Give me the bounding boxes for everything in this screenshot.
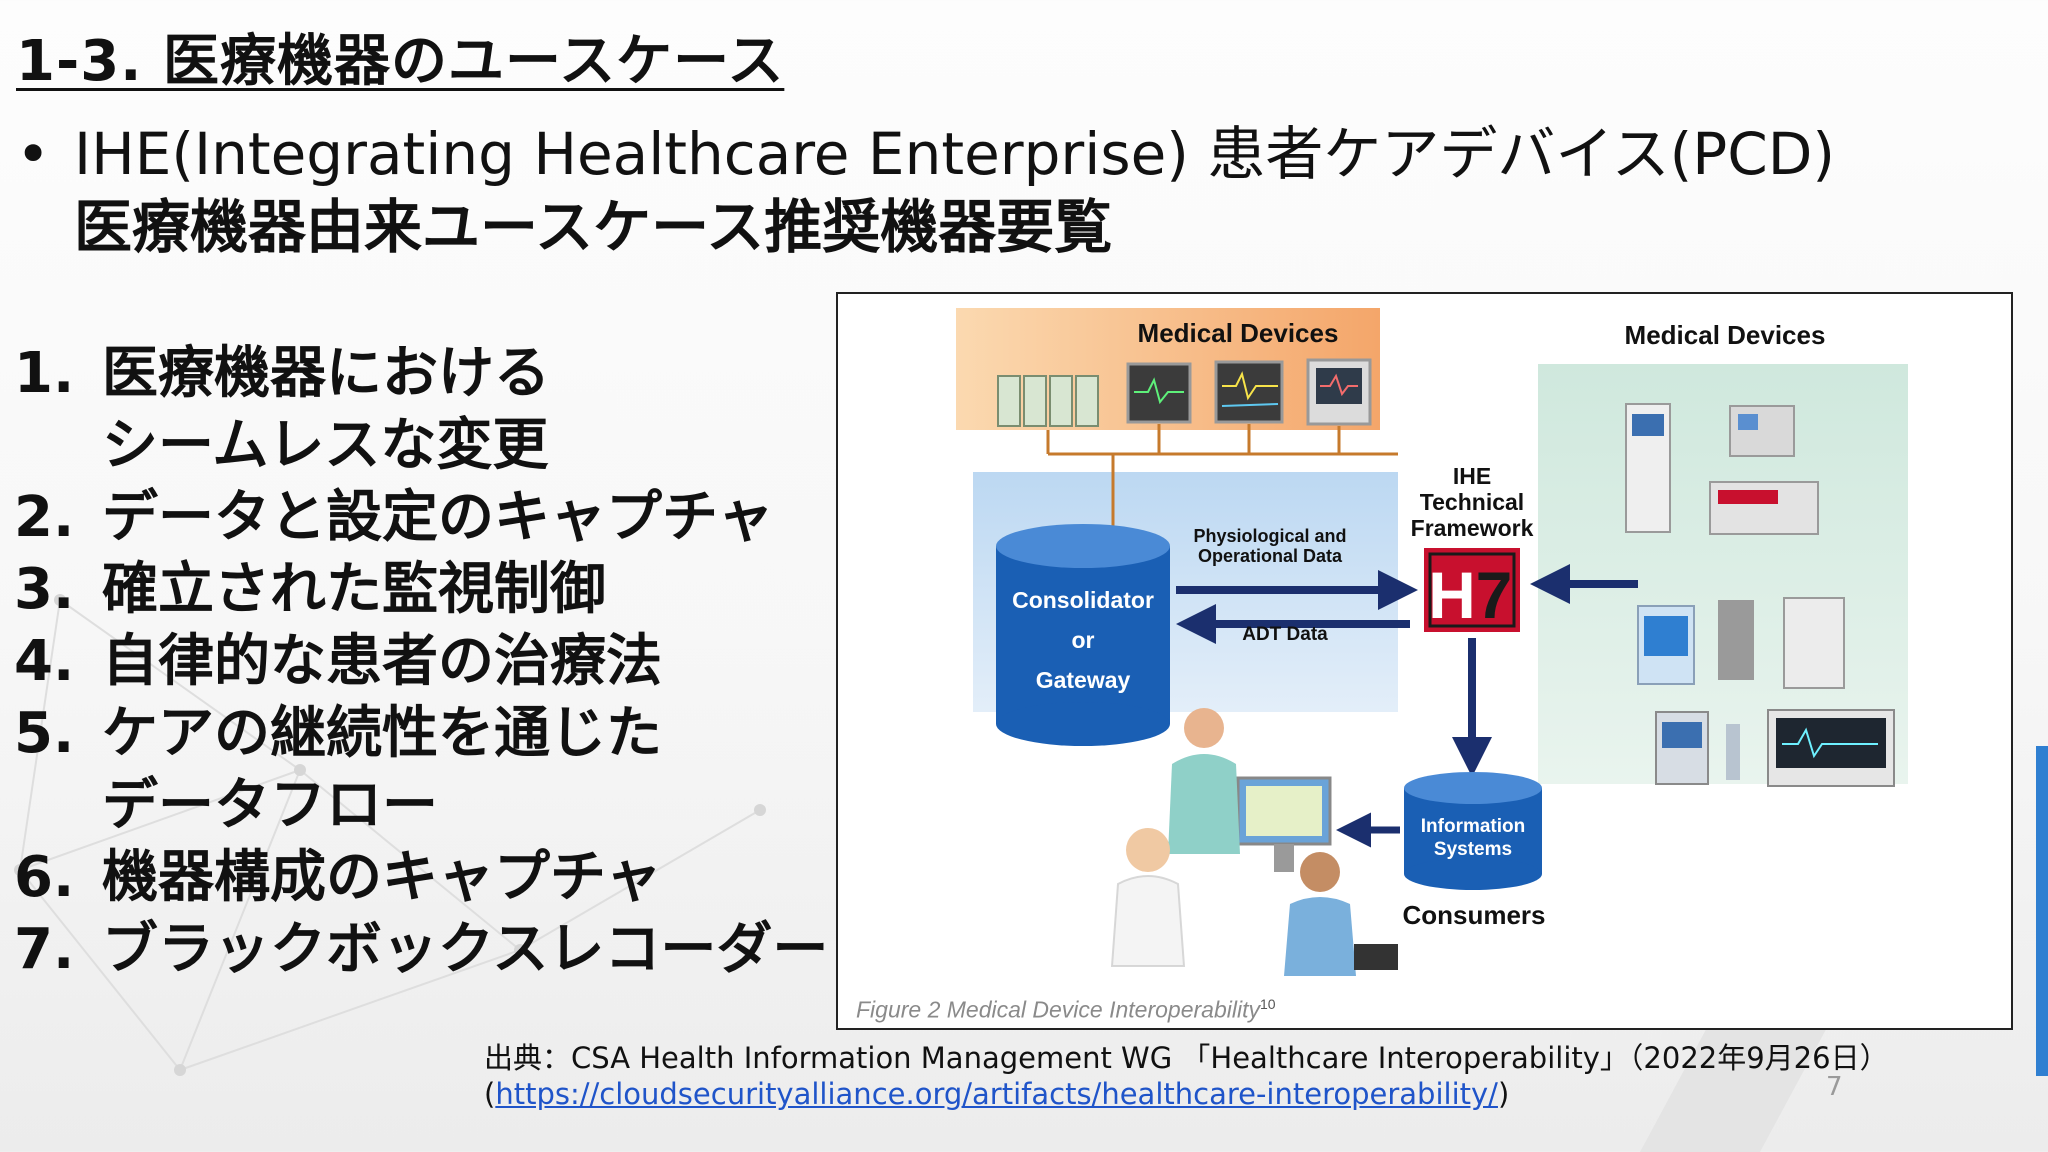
- list-text: 機器構成のキャプチャ: [102, 845, 662, 910]
- hl7-logo-icon: H 7: [1424, 548, 1520, 632]
- patient-monitor-icon: [1306, 358, 1372, 426]
- list-item: 2. データと設定のキャプチャ: [14, 482, 828, 554]
- source-url-link[interactable]: https://cloudsecurityalliance.org/artifa…: [495, 1077, 1498, 1111]
- bullet-line-2: 医療機器由来ユースケース推奨機器要覧: [74, 193, 1113, 261]
- source-citation: 出典：CSA Health Information Management WG …: [484, 1040, 1889, 1112]
- technical-label: Technical: [1420, 489, 1524, 515]
- background-network-pattern: [14, 594, 766, 1076]
- right-devices-illustration: [1625, 403, 1895, 787]
- right-devices-heading: Medical Devices: [1625, 320, 1826, 350]
- list-number: 4.: [14, 629, 75, 694]
- list-number: 1.: [14, 341, 75, 406]
- information-label: Information: [1421, 816, 1526, 837]
- list-text: ブラックボックスレコーダー: [102, 917, 829, 982]
- svg-text:7: 7: [1476, 558, 1513, 632]
- url-open-paren: (: [484, 1077, 496, 1111]
- patient-monitor-icon: [1126, 362, 1192, 424]
- list-number: 5.: [14, 701, 75, 766]
- list-item: 6. 機器構成のキャプチャ: [14, 842, 828, 914]
- list-text: データと設定のキャプチャ: [102, 485, 774, 550]
- figure-footnote-ref: 10: [1259, 996, 1276, 1013]
- figure-caption-text: Figure 2 Medical Device Interoperability: [856, 997, 1260, 1023]
- clinicians-illustration: [1110, 708, 1398, 976]
- list-number: 6.: [14, 845, 75, 910]
- list-text: 自律的な患者の治療法: [102, 629, 662, 694]
- consolidator-or-label: or: [1072, 627, 1095, 653]
- list-item: 3. 確立された監視制御: [14, 554, 828, 626]
- figure-caption: Figure 2 Medical Device Interoperability…: [856, 996, 1276, 1024]
- list-item: 7. ブラックボックスレコーダー: [14, 914, 828, 986]
- adt-data-label: ADT Data: [1242, 624, 1328, 645]
- list-number: 2.: [14, 485, 75, 550]
- list-item: 5. ケアの継続性を通じたデータフロー: [14, 698, 828, 842]
- bullet-marker: •: [16, 120, 51, 188]
- infusion-pumps-icon: [997, 375, 1099, 427]
- list-text: ケアの継続性を通じた: [102, 701, 662, 766]
- bullet-text: IHE(Integrating Healthcare Enterprise) 患…: [74, 118, 1835, 264]
- left-devices-heading: Medical Devices: [1138, 318, 1339, 348]
- svg-text:H: H: [1428, 558, 1476, 632]
- list-text-continued: シームレスな変更: [102, 413, 549, 478]
- use-case-list: 1. 医療機器におけるシームレスな変更 2. データと設定のキャプチャ 3. 確立され…: [14, 338, 828, 986]
- list-text: 確立された監視制御: [102, 557, 606, 622]
- bullet-line-1: IHE(Integrating Healthcare Enterprise) 患…: [74, 120, 1836, 188]
- list-item: 4. 自律的な患者の治療法: [14, 626, 828, 698]
- interoperability-diagram: Medical Devices Medical Devices: [956, 308, 1908, 976]
- list-number: 7.: [14, 917, 75, 982]
- consumers-label: Consumers: [1402, 900, 1545, 930]
- consolidator-cylinder: [996, 524, 1170, 746]
- source-url-line: (https://cloudsecurityalliance.org/artif…: [484, 1076, 1889, 1112]
- page-number: 7: [1826, 1072, 1843, 1102]
- url-close-paren: ): [1497, 1077, 1510, 1111]
- operational-data-label: Operational Data: [1198, 546, 1343, 566]
- information-systems-cylinder: [1404, 772, 1542, 890]
- ihe-label: IHE: [1453, 463, 1491, 489]
- accent-bar: [2036, 746, 2048, 1076]
- physio-data-label: Physiological and: [1193, 526, 1346, 546]
- list-text: 医療機器における: [102, 341, 550, 406]
- device-bus-lines: [1046, 424, 1398, 530]
- framework-label: Framework: [1411, 515, 1534, 541]
- consolidator-label: Consolidator: [1012, 587, 1154, 613]
- gateway-label: Gateway: [1036, 667, 1131, 693]
- list-number: 3.: [14, 557, 75, 622]
- slide-title: 1-3. 医療機器のユースケース: [16, 29, 785, 94]
- source-line: 出典：CSA Health Information Management WG …: [484, 1041, 1889, 1075]
- patient-monitor-icon: [1214, 360, 1284, 424]
- list-text-continued: データフロー: [102, 773, 438, 838]
- interoperability-figure: Medical Devices Medical Devices: [836, 292, 2013, 1030]
- list-item: 1. 医療機器におけるシームレスな変更: [14, 338, 828, 482]
- systems-label: Systems: [1434, 839, 1512, 860]
